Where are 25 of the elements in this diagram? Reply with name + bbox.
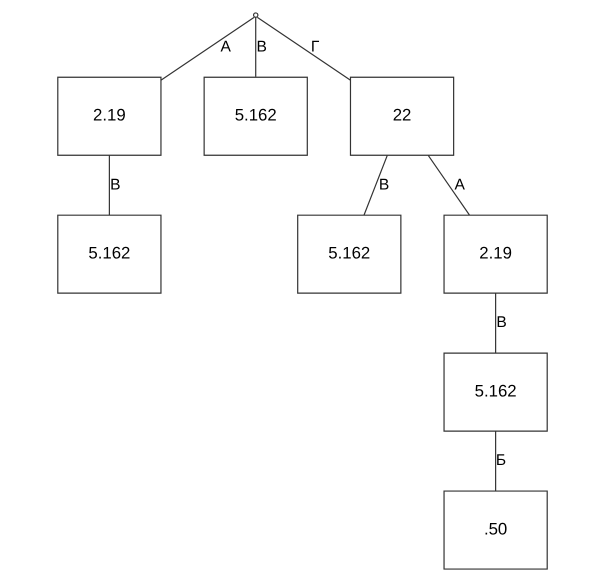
- connector: [255, 17, 256, 77]
- node-box: 5.162: [297, 214, 402, 294]
- connector: [257, 16, 351, 81]
- edge-label: В: [110, 176, 121, 194]
- connector: [428, 155, 470, 216]
- connector: [160, 16, 254, 81]
- edge-label: Б: [496, 452, 506, 470]
- node-box: 2.19: [443, 214, 548, 294]
- node-box: 5.162: [57, 214, 162, 294]
- connector: [495, 294, 496, 354]
- connector: [495, 431, 496, 492]
- connector: [108, 156, 110, 216]
- connector: [363, 155, 388, 216]
- node-box: .50: [443, 490, 548, 570]
- node-box: 5.162: [204, 76, 308, 156]
- edge-label: А: [220, 38, 231, 56]
- node-box: 2.19: [57, 76, 162, 156]
- edge-label: В: [378, 176, 390, 194]
- edge-label: А: [454, 176, 465, 194]
- edge-label: В: [256, 38, 267, 56]
- edge-label: Г: [310, 38, 320, 56]
- node-box: 5.162: [443, 352, 548, 432]
- node-box: 22: [350, 76, 454, 156]
- edge-label: В: [496, 314, 507, 332]
- node-point: [252, 12, 258, 18]
